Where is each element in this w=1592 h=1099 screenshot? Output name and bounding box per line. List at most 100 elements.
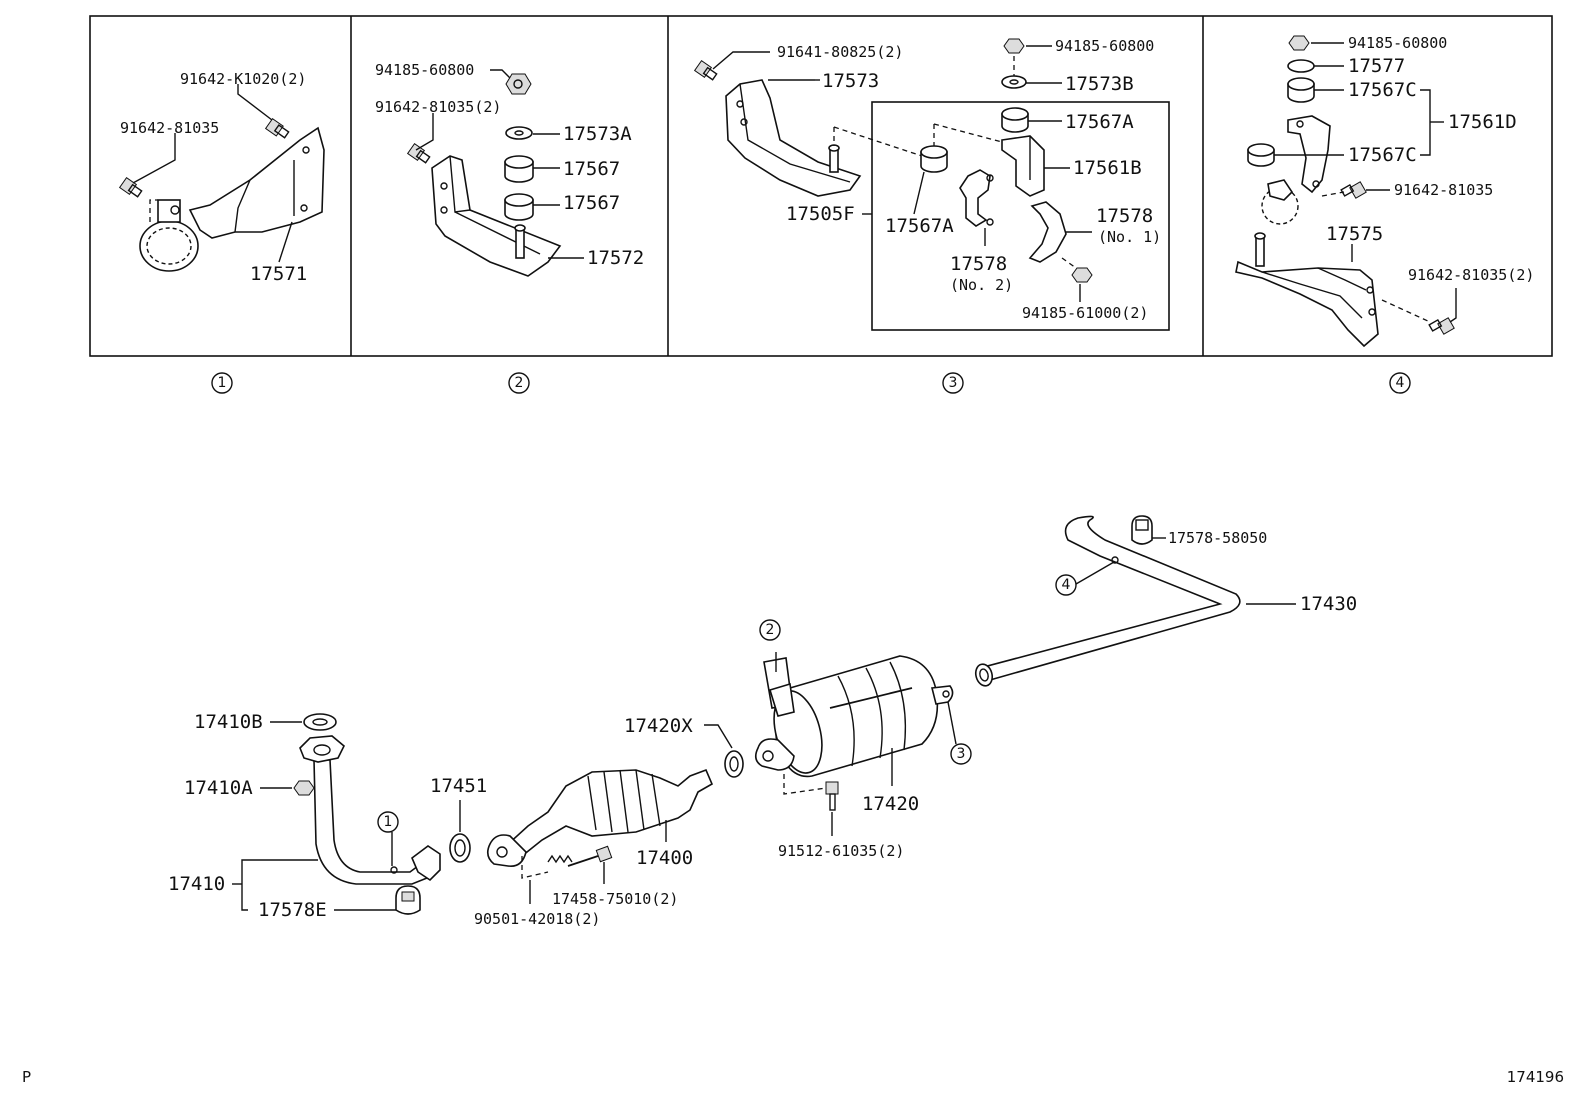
label-17567: 17567 bbox=[563, 192, 620, 214]
svg-text:1: 1 bbox=[218, 375, 227, 391]
label-91642-81035-2: 91642-81035(2) bbox=[1408, 266, 1534, 284]
nut-icon bbox=[1288, 35, 1310, 51]
panel-marker-4: 4 bbox=[1389, 372, 1411, 394]
label-91642-81035: 91642-81035 bbox=[120, 119, 219, 137]
svg-text:2: 2 bbox=[515, 375, 524, 391]
gasket-17451-icon bbox=[449, 833, 471, 863]
main-assembly: 17578-58050 17430 4 2 bbox=[168, 515, 1357, 928]
assembly-marker-2: 2 bbox=[759, 619, 781, 641]
label-91642-81035: 91642-81035 bbox=[1394, 181, 1493, 199]
bolt-icon bbox=[1340, 181, 1367, 199]
label-17410B: 17410B bbox=[194, 711, 263, 733]
bracket-17575-drawing bbox=[1235, 232, 1379, 348]
label-no2: (No. 2) bbox=[950, 276, 1013, 294]
label-17430: 17430 bbox=[1300, 593, 1357, 615]
panel-4: 94185-60800 17577 17567C 17561D 17567C 9… bbox=[1235, 34, 1534, 348]
bracket-17573-drawing bbox=[725, 79, 862, 197]
nut-icon bbox=[293, 780, 315, 796]
label-90501-42018: 90501-42018(2) bbox=[474, 910, 600, 928]
label-17458-75010: 17458-75010(2) bbox=[552, 890, 678, 908]
nut-icon bbox=[1071, 267, 1093, 283]
label-17573: 17573 bbox=[822, 70, 879, 92]
label-94185-61000: 94185-61000(2) bbox=[1022, 304, 1148, 322]
label-91512-61035: 91512-61035(2) bbox=[778, 842, 904, 860]
nut-icon bbox=[1003, 38, 1025, 54]
label-17567: 17567 bbox=[563, 158, 620, 180]
gasket-17410B-icon bbox=[303, 713, 337, 731]
label-17573A: 17573A bbox=[563, 123, 632, 145]
label-17451: 17451 bbox=[430, 775, 487, 797]
label-17567A: 17567A bbox=[885, 215, 954, 237]
panel-marker-3: 3 bbox=[942, 372, 964, 394]
label-17400: 17400 bbox=[636, 847, 693, 869]
hanger-17561B-drawing bbox=[1001, 135, 1045, 197]
label-91642-81035-2: 91642-81035(2) bbox=[375, 98, 501, 116]
bracket-17572-drawing bbox=[431, 155, 562, 277]
panel-3-inner-box bbox=[871, 101, 1170, 331]
panel-marker-1: 1 bbox=[211, 372, 233, 394]
label-17567A: 17567A bbox=[1065, 111, 1134, 133]
bracket-17571-drawing bbox=[139, 126, 325, 272]
footer-diagram-number: 174196 bbox=[1507, 1068, 1564, 1086]
muffler-17420-drawing bbox=[754, 655, 954, 778]
footer-left-code: P bbox=[22, 1068, 31, 1086]
svg-text:4: 4 bbox=[1062, 577, 1071, 593]
svg-text:3: 3 bbox=[957, 746, 966, 762]
svg-text:4: 4 bbox=[1396, 375, 1405, 391]
label-17561B: 17561B bbox=[1073, 157, 1142, 179]
gasket-17420X-icon bbox=[724, 750, 744, 778]
spring-icon bbox=[547, 854, 573, 864]
tail-pipe-17430-drawing bbox=[974, 515, 1241, 687]
label-no1: (No. 1) bbox=[1098, 228, 1161, 246]
label-17577: 17577 bbox=[1348, 55, 1405, 77]
label-17410: 17410 bbox=[168, 873, 225, 895]
washer-17573A-icon bbox=[505, 126, 533, 140]
washer-17577-icon bbox=[1287, 59, 1315, 73]
label-94185-60800: 94185-60800 bbox=[1348, 34, 1447, 52]
label-17410A: 17410A bbox=[184, 777, 253, 799]
svg-text:1: 1 bbox=[384, 814, 393, 830]
bolt-icon bbox=[825, 781, 839, 811]
cushion-17567C-icon bbox=[1247, 143, 1275, 167]
clamp-drawing bbox=[1261, 179, 1299, 225]
label-17567C: 17567C bbox=[1348, 144, 1417, 166]
label-17571: 17571 bbox=[250, 263, 307, 285]
label-17575: 17575 bbox=[1326, 223, 1383, 245]
cushion-17567-icon bbox=[504, 155, 534, 183]
clamp-no2-drawing bbox=[959, 169, 994, 227]
label-17567C: 17567C bbox=[1348, 79, 1417, 101]
bolt-icon bbox=[118, 176, 143, 198]
bolt-icon bbox=[1428, 317, 1455, 335]
cushion-17567A-icon bbox=[1001, 107, 1029, 133]
clamp-no1-drawing bbox=[1028, 201, 1067, 263]
label-94185-60800: 94185-60800 bbox=[1055, 37, 1154, 55]
hanger-17561D-drawing bbox=[1287, 115, 1331, 194]
label-17420: 17420 bbox=[862, 793, 919, 815]
converter-17400-drawing bbox=[486, 768, 714, 868]
label-17573B: 17573B bbox=[1065, 73, 1134, 95]
bolt-icon bbox=[567, 845, 613, 867]
washer-17573B-icon bbox=[1001, 75, 1027, 89]
panel-3: 91641-80825(2) 17573 94185-60800 17573B … bbox=[693, 37, 1170, 331]
label-17561D: 17561D bbox=[1448, 111, 1517, 133]
clamp-17578E-icon bbox=[395, 885, 421, 915]
panel-2: 94185-60800 91642-81035(2) 17573A 17567 … bbox=[375, 61, 644, 277]
label-17505F: 17505F bbox=[786, 203, 855, 225]
clamp-17578-58050-icon bbox=[1131, 515, 1153, 545]
panel-marker-2: 2 bbox=[508, 372, 530, 394]
label-94185-60800: 94185-60800 bbox=[375, 61, 474, 79]
svg-text:2: 2 bbox=[766, 622, 775, 638]
top-panels-frame bbox=[89, 15, 1553, 357]
cushion-17567C-icon bbox=[1287, 77, 1315, 103]
bolt-icon bbox=[264, 117, 290, 139]
assembly-marker-4: 4 bbox=[1055, 574, 1077, 596]
label-17578-58050: 17578-58050 bbox=[1168, 529, 1267, 547]
bolt-icon bbox=[406, 142, 431, 164]
label-17572: 17572 bbox=[587, 247, 644, 269]
label-91641-80825: 91641-80825(2) bbox=[777, 43, 903, 61]
assembly-marker-3: 3 bbox=[950, 743, 972, 765]
cushion-17567A-icon bbox=[920, 145, 948, 173]
nut-icon bbox=[505, 73, 532, 95]
cushion-17567-icon bbox=[504, 193, 534, 221]
label-17420X: 17420X bbox=[624, 715, 693, 737]
